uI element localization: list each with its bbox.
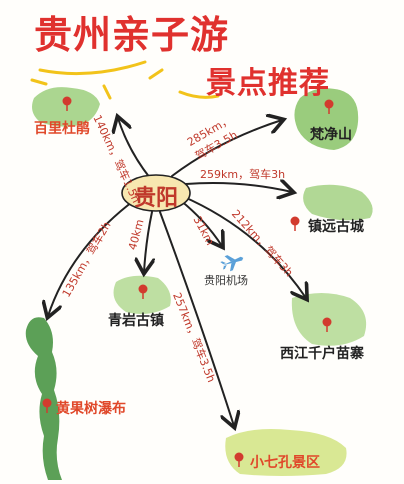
route-label-zhenyuan: 259km，驾车3h bbox=[200, 168, 286, 181]
pin-xiaoqikong bbox=[234, 452, 244, 467]
dest-bailidujuan: 百里杜鹃 bbox=[34, 121, 90, 137]
page-subtitle: 景点推荐 bbox=[206, 66, 330, 101]
dest-zhenyuan: 镇远古城 bbox=[308, 219, 364, 235]
pin-zhenyuan bbox=[290, 216, 300, 231]
region-qingyan bbox=[113, 275, 171, 314]
pin-huangguoshu bbox=[42, 398, 52, 413]
hub-label: 贵阳 bbox=[134, 186, 179, 211]
region-huangguoshu bbox=[25, 317, 62, 480]
dest-xiaoqikong: 小七孔景区 bbox=[250, 455, 320, 471]
pin-bailidujuan bbox=[62, 96, 72, 111]
pin-fanjingshan bbox=[324, 99, 334, 114]
decor-dashes bbox=[30, 60, 220, 100]
arrow-to-qingyan bbox=[144, 211, 152, 272]
dest-fanjingshan: 梵净山 bbox=[310, 127, 352, 143]
arrow-to-xijiang bbox=[181, 195, 306, 298]
region-bailidujuan bbox=[32, 87, 100, 127]
pin-xijiang bbox=[322, 317, 332, 332]
region-fanjingshan bbox=[294, 88, 359, 150]
page-title: 贵州亲子游 bbox=[34, 13, 230, 57]
airplane-icon bbox=[220, 255, 244, 272]
dest-xijiang: 西江千户苗寨 bbox=[280, 346, 364, 362]
region-zhenyuan bbox=[303, 184, 373, 221]
arrow-to-fanjingshan bbox=[171, 120, 282, 177]
arrow-to-xiaoqikong bbox=[159, 211, 234, 426]
route-arrows bbox=[48, 118, 306, 426]
dest-airport: 贵阳机场 bbox=[204, 274, 248, 287]
arrow-to-huangguoshu bbox=[48, 201, 133, 316]
region-xiaoqikong bbox=[225, 429, 347, 476]
hub-ellipse bbox=[121, 174, 191, 212]
arrow-to-bailidujuan bbox=[118, 118, 151, 179]
pin-qingyan bbox=[138, 284, 148, 299]
dest-qingyan: 青岩古镇 bbox=[108, 313, 164, 329]
dest-huangguoshu: 黄果树瀑布 bbox=[56, 401, 126, 417]
arrow-to-zhenyuan bbox=[185, 183, 292, 192]
